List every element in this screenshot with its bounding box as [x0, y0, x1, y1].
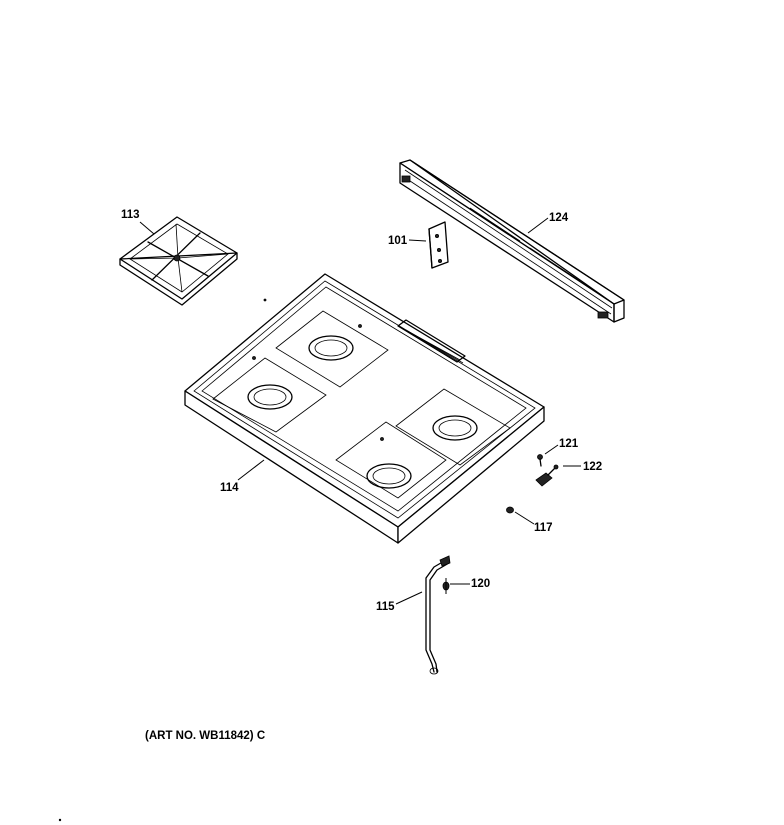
label-115: 115: [376, 601, 395, 613]
label-121: 121: [559, 438, 579, 450]
label-122: 122: [583, 461, 602, 473]
clip-122: [535, 464, 559, 487]
grate-113: [119, 216, 238, 306]
fastener-120: [442, 578, 450, 594]
label-120: 120: [471, 578, 490, 590]
label-117: 117: [534, 522, 553, 534]
grommet-117: [506, 506, 514, 514]
stray-dot: [263, 298, 267, 302]
leader-114: [237, 459, 265, 481]
stray-dot-2: [58, 818, 62, 822]
leader-101: [408, 239, 427, 242]
leader-124: [527, 217, 549, 234]
trim-bar-124: [399, 159, 625, 323]
leader-117: [514, 511, 535, 525]
cooktop-114: [184, 273, 545, 544]
label-113: 113: [121, 209, 140, 221]
rod-115: [425, 555, 451, 675]
label-124: 124: [549, 212, 569, 224]
leader-121: [544, 444, 559, 455]
label-114: 114: [220, 482, 239, 494]
art-number: (ART NO. WB11842) C: [145, 730, 265, 742]
label-101: 101: [388, 235, 408, 247]
bracket-101: [428, 221, 449, 269]
screw-121: [537, 454, 543, 467]
leader-115: [395, 591, 423, 605]
leader-113: [139, 221, 155, 235]
